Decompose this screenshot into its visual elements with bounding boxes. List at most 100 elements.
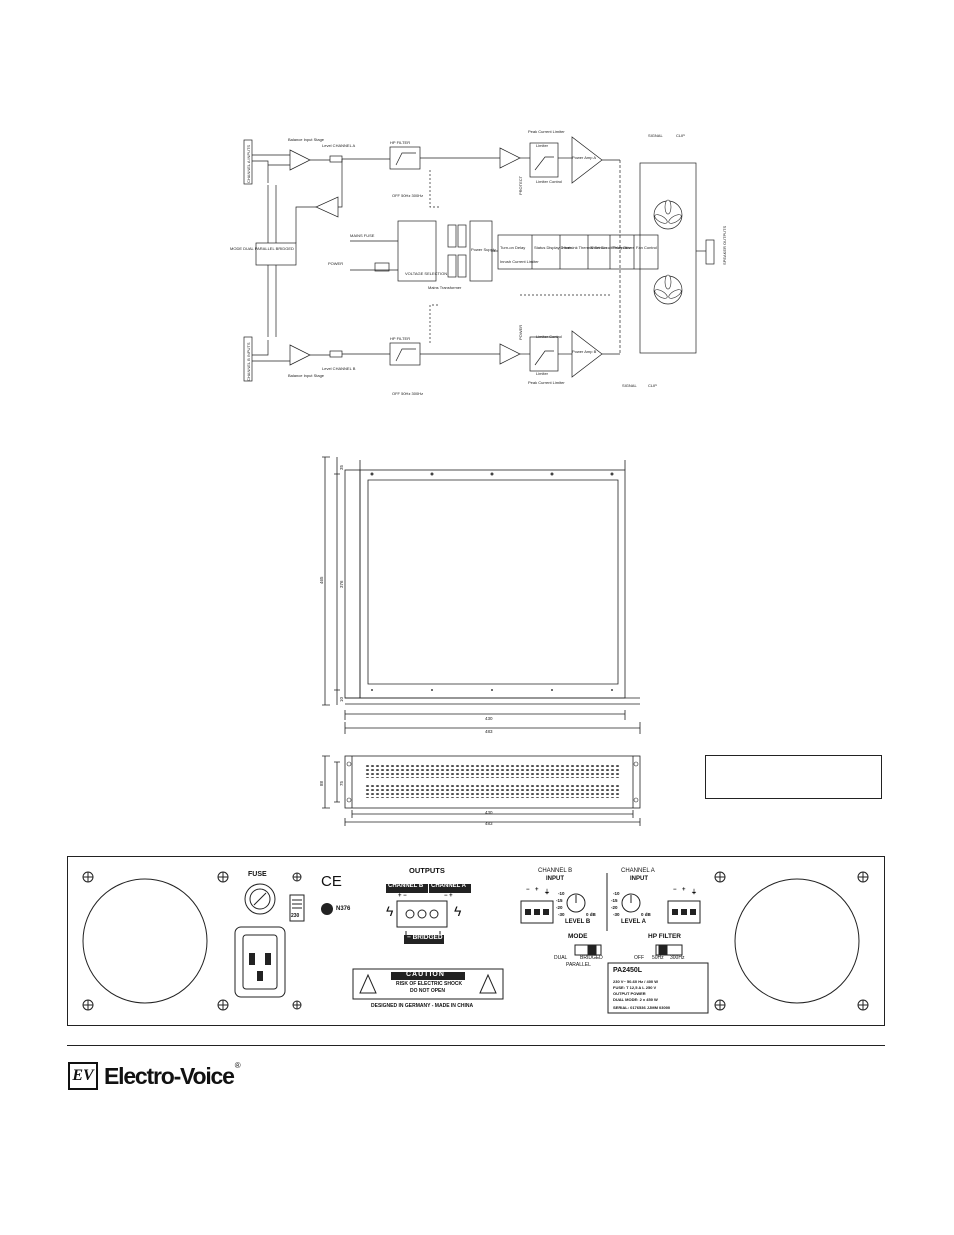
fan-grille-left — [82, 878, 208, 1004]
level-b-scale-0: -10 — [558, 891, 565, 896]
level-b-scale-4: 0 dB — [586, 912, 596, 917]
label-led-bottom-0: SIGNAL — [622, 383, 637, 388]
label-inrush: Inrush Current Limiter — [500, 259, 539, 264]
limiter-b-box — [529, 336, 559, 372]
top-view-drawing: 465 376 35 10 430 483 — [319, 456, 641, 734]
mode-bridged-label: BRIDGED — [580, 955, 603, 961]
front-view-drawing: 88 75 430 483 — [319, 755, 641, 826]
mode-dual-label: DUAL — [554, 955, 568, 961]
spec-line-3: OUTPUT POWER — [613, 991, 646, 996]
label-hp-filter-a: HP FILTER — [390, 140, 410, 145]
rear-panel-drawing — [82, 871, 869, 1014]
label-led-bottom-1: CLIP — [648, 383, 657, 388]
n-number: N376 — [336, 906, 351, 912]
power-amp-b — [571, 330, 603, 378]
hp-filter-b-box — [389, 342, 421, 366]
input-pin-b-0: − — [526, 887, 530, 893]
ch-b-input-sub: INPUT — [546, 876, 564, 882]
limiter-a-box — [529, 142, 559, 178]
label-hp-filter-b: HP FILTER — [390, 336, 410, 341]
hp-300-label: 300Hz — [670, 955, 685, 961]
fuse-label: FUSE — [248, 871, 267, 878]
caution-line1: RISK OF ELECTRIC SHOCK — [396, 981, 463, 987]
lightning-icon-right: ϟ — [454, 903, 462, 919]
label-limiter-control-b: Limiter Control — [536, 334, 562, 339]
speakon-output — [396, 900, 448, 928]
label-level-b: Level CHANNEL B — [322, 366, 356, 371]
level-knob-a — [621, 893, 641, 913]
label-mains-transformer: Mains Transformer — [428, 285, 462, 290]
hp-off-label: OFF — [634, 955, 644, 961]
label-led-top-0: SIGNAL — [648, 133, 663, 138]
fan-grille-right — [734, 878, 860, 1004]
dim-front: 35 — [339, 464, 344, 470]
c-tick-icon — [321, 903, 333, 915]
label-voltage-selection: VOLTAGE SELECTION — [405, 271, 447, 276]
level-b-scale-1: -15 — [556, 898, 563, 903]
input-pin-b-2: ⏚ — [544, 890, 551, 896]
lightning-icon-left: ϟ — [386, 903, 394, 919]
level-a-scale-4: 0 dB — [641, 912, 651, 917]
level-a-scale-3: -30 — [613, 912, 620, 917]
voltage-selector — [289, 894, 305, 922]
dim-depth-inner: 376 — [339, 580, 344, 588]
level-b-scale-2: -20 — [556, 905, 563, 910]
label-channel-b-inputs: CHANNEL B INPUTS — [246, 342, 251, 381]
level-a-scale-0: -10 — [613, 891, 620, 896]
bridged-label: − BRIDGED + — [407, 934, 449, 941]
fuse-holder — [244, 883, 276, 915]
footer-rule — [67, 1045, 885, 1046]
registered-mark: ® — [234, 1061, 241, 1070]
ev-logo-mark: EV — [68, 1062, 98, 1090]
input-pin-a-1: + — [682, 887, 686, 893]
spec-line-1: 230 V~ 50-60 Hz / 400 W — [613, 979, 659, 984]
caution-line2: DO NOT OPEN — [410, 988, 446, 994]
level-knob-b — [566, 893, 586, 913]
level-b-label: LEVEL B — [565, 919, 591, 925]
notes-box — [705, 755, 882, 799]
spec-line-2: FUSE: T 12,5 A L 250 V — [613, 985, 657, 990]
label-block-2: Heatsink Thermal Sensor — [562, 245, 608, 250]
label-limiter-b: Limiter — [536, 371, 549, 376]
label-block-5: Fan Control — [636, 245, 657, 250]
dim-total-depth: 465 — [319, 576, 324, 584]
ce-mark: CE — [321, 873, 342, 890]
rack-screws — [82, 871, 869, 1011]
label-mains-fuse: MAINS FUSE — [350, 233, 375, 238]
hp-50-label: 50Hz — [652, 955, 664, 961]
voltage-label: 230 — [291, 913, 300, 919]
front-vent-upper — [365, 764, 620, 778]
label-block-1: Status Display Driver — [534, 245, 572, 250]
dim-front-width-inner: 430 — [485, 810, 493, 815]
ch-a-input-title: CHANNEL A — [621, 868, 655, 874]
input-stage-b — [289, 344, 311, 366]
block-diagram: CHANNEL A INPUTS CHANNEL B INPUTS Balanc… — [230, 129, 727, 396]
label-channel-a-inputs: CHANNEL A INPUTS — [246, 145, 251, 183]
label-peak-current-b: Peak Current Limiter — [528, 380, 565, 385]
channel-a-input-box — [243, 139, 253, 185]
label-led-side-0: PROTECT — [518, 175, 523, 195]
level-a-scale-1: -15 — [611, 898, 618, 903]
label-balance-a: Balance Input Stage — [288, 137, 325, 142]
label-power-supply: Power Supply — [471, 247, 496, 252]
ev-logo-text: Electro-Voice — [104, 1062, 235, 1089]
level-b-scale-3: -30 — [558, 912, 565, 917]
front-vent-lower — [365, 784, 620, 798]
input-stage-a — [289, 149, 311, 171]
mode-parallel-label: PARALLEL — [566, 962, 591, 968]
label-block-0: Turn-on Delay — [500, 245, 525, 250]
spec-plate — [607, 962, 709, 1014]
control-strip — [497, 234, 659, 270]
dim-width-outer: 483 — [485, 729, 493, 734]
speaker-output-box — [705, 239, 715, 265]
dim-height: 88 — [319, 780, 324, 786]
label-speaker-outputs: SPEAKER OUTPUTS — [722, 226, 727, 265]
label-filter-opts-a: OFF 50Hz 300Hz — [392, 193, 423, 198]
hp-filter-label: HP FILTER — [648, 933, 681, 940]
serial-label: SERIAL: 0176536 JJMM 03000 — [613, 1005, 671, 1010]
rear-panel: FUSE 230 CE N376 OUTPUTS CHANNEL B CHANN… — [67, 856, 885, 1026]
power-amp-a — [571, 136, 603, 184]
dim-height-inner: 75 — [339, 780, 344, 786]
input-pin-b-1: + — [535, 887, 539, 893]
mode-switch — [574, 944, 602, 956]
